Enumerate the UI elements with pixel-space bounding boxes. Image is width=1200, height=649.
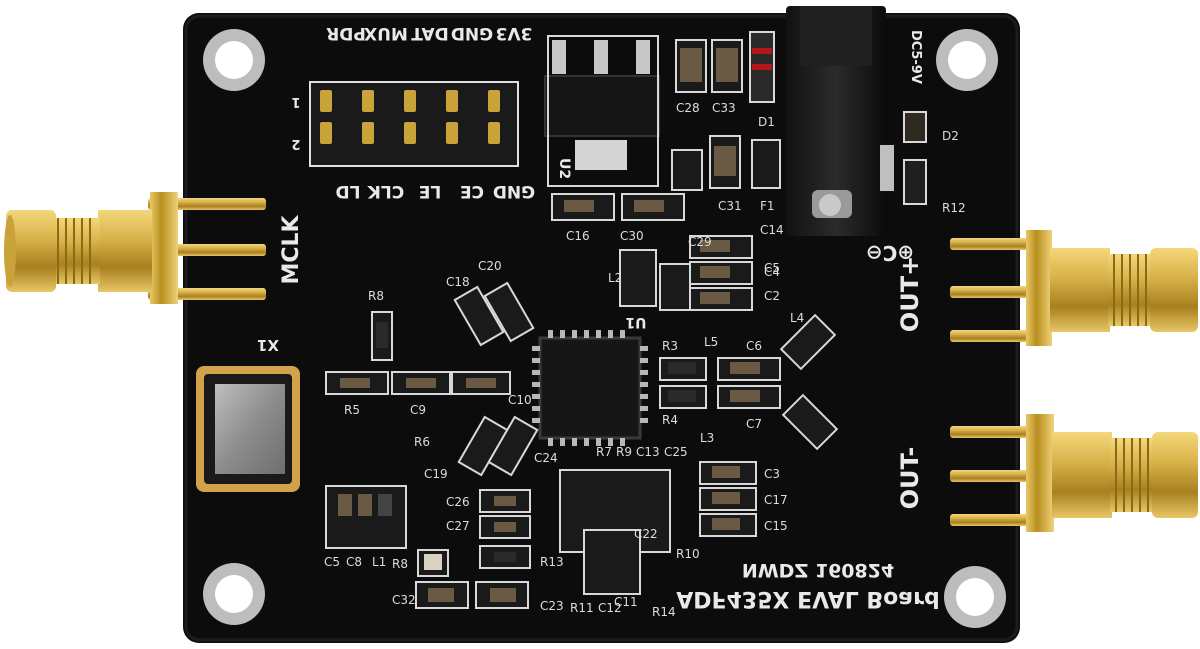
resistor-r12 — [903, 159, 927, 205]
refdes-label: C25 — [664, 445, 688, 459]
refdes-label: R9 — [616, 445, 632, 459]
refdes-label: R6 — [414, 435, 430, 449]
refdes-label: F1 — [760, 199, 775, 213]
refdes-label: R8 — [368, 289, 384, 303]
refdes-label: C20 — [478, 259, 502, 273]
refdes-label: C29 — [688, 235, 712, 249]
mounting-hole-tr-icon — [936, 29, 998, 91]
dc-jack — [786, 6, 894, 236]
refdes-label: C32 — [392, 593, 416, 607]
refdes-label: C5 — [324, 555, 340, 569]
board-revision: NWDZ 160824 — [742, 559, 894, 581]
header-top-label: 3V3 — [496, 23, 533, 43]
refdes-label: C17 — [764, 493, 788, 507]
header-top-label: DAT — [411, 23, 449, 43]
refdes-label: C5 — [764, 261, 780, 275]
header-bottom-label: LE — [419, 181, 441, 201]
refdes-label: C27 — [446, 519, 470, 533]
header-bottom-label: CE — [460, 181, 484, 201]
refdes-label: C6 — [746, 339, 762, 353]
header-top-label: MUX — [364, 23, 408, 43]
refdes-label: C11 — [614, 595, 638, 609]
refdes-label: R3 — [662, 339, 678, 353]
mclk-label: MCLK — [279, 214, 304, 284]
refdes-label: C22 — [634, 527, 658, 541]
refdes-label: C7 — [746, 417, 762, 431]
refdes-label: C3 — [764, 467, 780, 481]
refdes-label: C9 — [410, 403, 426, 417]
refdes-label: R8 — [392, 557, 408, 571]
out-plus-label: OUT+ — [896, 256, 924, 332]
mounting-hole-bl-icon — [203, 563, 265, 625]
refdes-label: R14 — [652, 605, 676, 619]
mounting-hole-tl-icon — [203, 29, 265, 91]
out-minus-label: OUT- — [896, 447, 924, 510]
sma-connector-out-plus[interactable] — [950, 230, 1198, 346]
refdes-label: L4 — [790, 311, 804, 325]
refdes-label: L5 — [704, 335, 718, 349]
refdes-label: D2 — [942, 129, 959, 143]
refdes-label: C23 — [540, 599, 564, 613]
board-title: ADF435X EVAL Board — [676, 586, 939, 611]
refdes-label: L3 — [700, 431, 714, 445]
header-bottom-label: LD — [336, 181, 361, 201]
refdes-label: C30 — [620, 229, 644, 243]
sma-connector-mclk[interactable] — [4, 192, 266, 304]
crystal-label: X1 — [257, 336, 279, 354]
header-top-label: GND — [451, 23, 493, 43]
refdes-label: C4 — [764, 265, 780, 279]
refdes-label: C31 — [718, 199, 742, 213]
refdes-label: C19 — [424, 467, 448, 481]
refdes-label: C8 — [346, 555, 362, 569]
mounting-hole-br-icon — [944, 566, 1006, 628]
regulator-u2 — [544, 35, 660, 187]
refdes-label: R12 — [942, 201, 966, 215]
refdes-label: R10 — [676, 547, 700, 561]
refdes-label: C12 — [598, 601, 622, 615]
component-bodies — [338, 48, 760, 602]
dc-input-label: DC5-9V — [908, 30, 923, 84]
refdes-label: D1 — [758, 115, 775, 129]
pin-number: 2 — [291, 136, 300, 151]
refdes-label: C13 — [636, 445, 660, 459]
refdes-label: C24 — [534, 451, 558, 465]
refdes-label: R5 — [344, 403, 360, 417]
header-bottom-label: GND — [493, 181, 535, 201]
refdes-label: C15 — [764, 519, 788, 533]
refdes-label: C14 — [760, 223, 784, 237]
u2-label: U2 — [556, 158, 572, 179]
refdes-label: C33 — [712, 101, 736, 115]
refdes-label: C2 — [764, 289, 780, 303]
refdes-label: L1 — [372, 555, 386, 569]
ic-u1 — [532, 330, 648, 446]
led-d2 — [903, 111, 927, 143]
refdes-label: C28 — [676, 101, 700, 115]
pin-number: 1 — [291, 94, 300, 109]
refdes-label: C10 — [508, 393, 532, 407]
pin-header — [309, 81, 519, 167]
sma-connector-out-minus[interactable] — [950, 414, 1198, 532]
refdes-label: R13 — [540, 555, 564, 569]
refdes-label: C26 — [446, 495, 470, 509]
refdes-label: C16 — [566, 229, 590, 243]
refdes-label: R4 — [662, 413, 678, 427]
refdes-label: R11 — [570, 601, 594, 615]
polarity-icon: ⊕C⊖ — [866, 241, 914, 265]
u1-label: U1 — [625, 314, 646, 330]
refdes-label: R7 — [596, 445, 612, 459]
diode-d1 — [749, 31, 775, 103]
header-bottom-label: CLK — [367, 181, 404, 201]
crystal-x1 — [196, 366, 300, 492]
refdes-label: C18 — [446, 275, 470, 289]
header-top-label: PDR — [326, 23, 366, 43]
refdes-label: L2 — [608, 271, 622, 285]
